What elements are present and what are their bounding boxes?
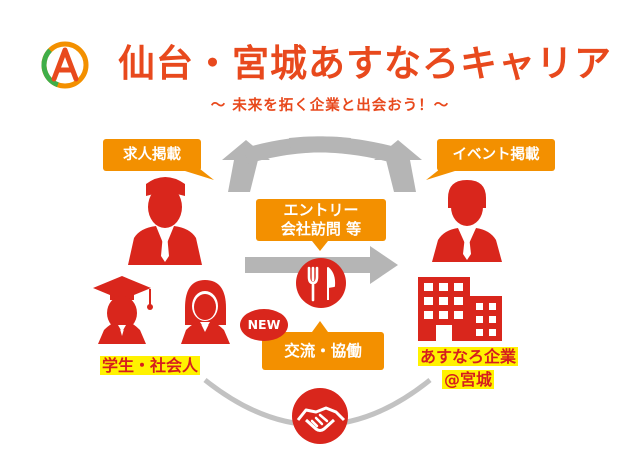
callout-exchange-bg xyxy=(262,321,384,370)
companies-label-line1: あすなろ企業 xyxy=(417,347,518,366)
companies-label-wrap: あすなろ企業 @宮城 xyxy=(398,347,538,395)
callout-entry-bg xyxy=(256,199,386,251)
new-badge-bg xyxy=(240,309,288,341)
asunaro-logo-icon xyxy=(41,41,89,89)
new-badge: NEW xyxy=(247,317,281,332)
graduate-icon xyxy=(93,276,153,344)
handshake-icon xyxy=(292,388,348,444)
company-person-icon xyxy=(432,180,502,262)
arrow-up-right xyxy=(289,136,422,192)
callout-entry-line2: 会社訪問 等 xyxy=(280,220,362,238)
callout-job-posting: 求人掲載 xyxy=(123,147,181,163)
office-building-icon xyxy=(418,277,502,341)
callout-exchange: 交流・協働 xyxy=(284,342,362,360)
callout-event-posting-bg xyxy=(426,139,555,180)
businessman-icon xyxy=(128,177,202,265)
callout-entry-line1: エントリー xyxy=(283,201,359,219)
students-label: 学生・社会人 xyxy=(100,356,201,375)
female-student-icon xyxy=(181,280,230,344)
companies-label-line2: @宮城 xyxy=(441,370,494,389)
fork-knife-icon xyxy=(296,258,346,308)
callout-event-posting: イベント掲載 xyxy=(452,147,540,163)
tagline: ～ 未来を拓く企業と出会おう！～ xyxy=(210,98,450,114)
students-label-wrap: 学生・社会人 xyxy=(100,356,240,380)
callout-job-posting-bg xyxy=(103,139,214,180)
page-title: 仙台・宮城あすなろキャリア xyxy=(118,42,612,85)
